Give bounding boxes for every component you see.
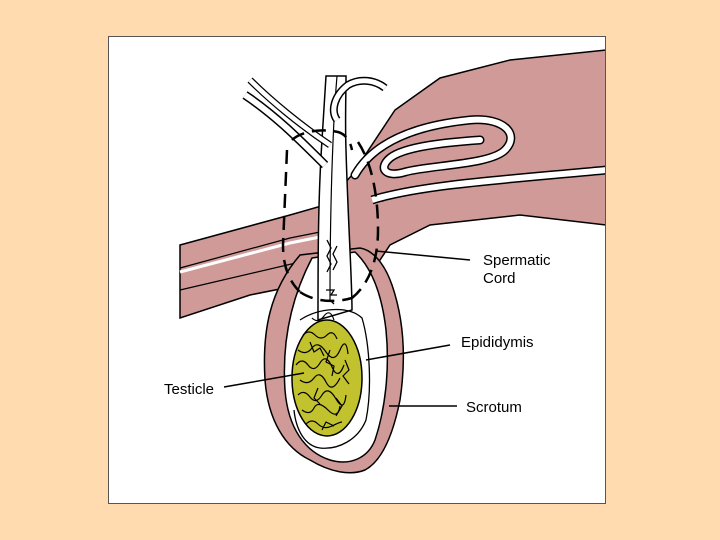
label-testicle: Testicle bbox=[164, 381, 215, 398]
seminiferous-tubules bbox=[295, 312, 350, 431]
cord-vessels bbox=[326, 239, 338, 305]
leader-spermatic-cord bbox=[375, 250, 471, 261]
testicle-shape bbox=[291, 319, 363, 437]
leader-testicle bbox=[223, 372, 305, 388]
label-scrotum: Scrotum bbox=[466, 399, 522, 416]
spermatic-cord-outer bbox=[317, 75, 353, 322]
label-epididymis: Epididymis bbox=[461, 334, 534, 351]
epididymis-shape bbox=[293, 308, 371, 449]
inguinal-canal-dashed-outline bbox=[281, 129, 380, 303]
leader-epididymis bbox=[365, 344, 451, 361]
label-spermatic-cord: Spermatic Cord bbox=[483, 252, 551, 287]
